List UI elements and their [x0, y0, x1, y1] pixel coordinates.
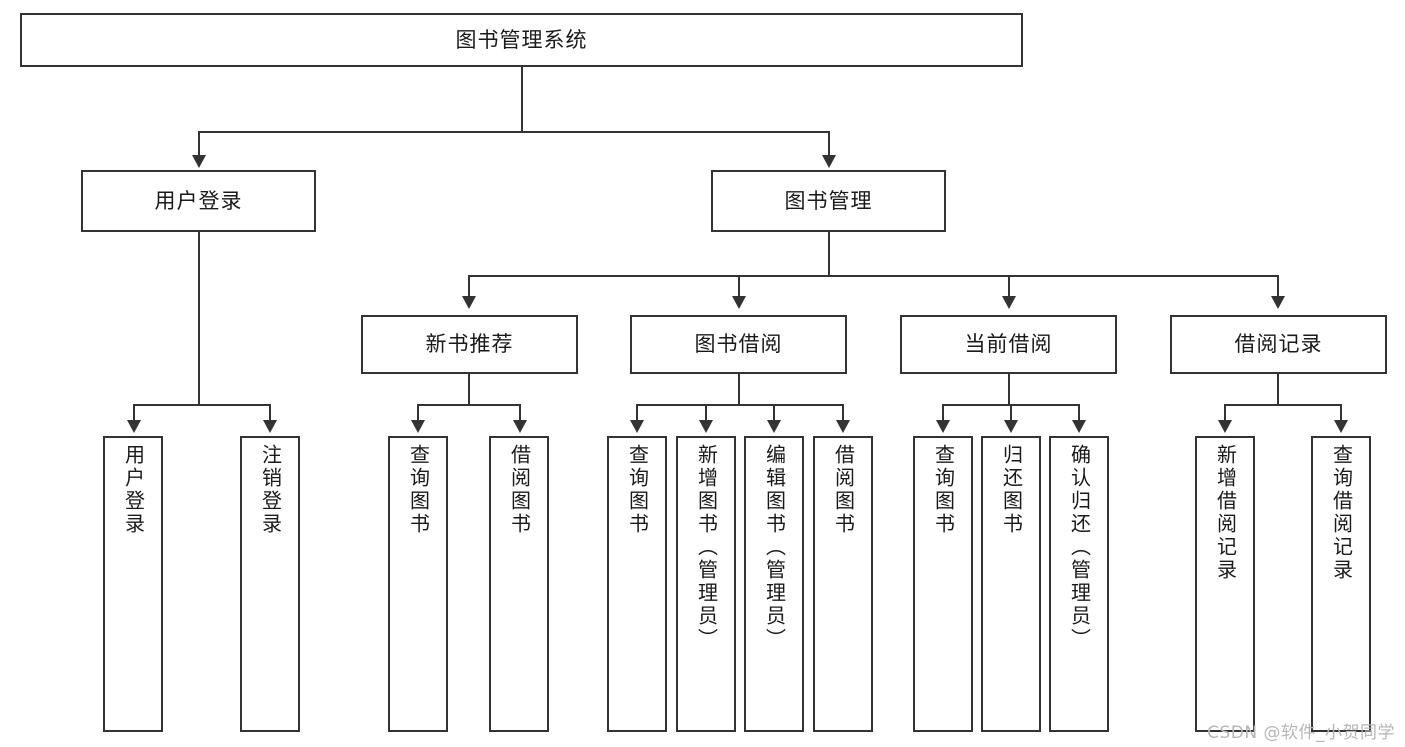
arrow-bb-to-leaf-1 — [630, 420, 644, 433]
leaf-book-borrow-query-book[interactable]: 查询图书 — [607, 436, 667, 732]
connector-nb-to-leaf-1 — [417, 404, 419, 421]
connector-bb-to-leaf-1 — [636, 404, 638, 421]
leaf-book-borrow-edit-book-admin[interactable]: 编辑图书（管理员） — [744, 436, 804, 732]
arrow-user-login-to-leaf-2 — [263, 420, 277, 433]
leaf-label: 确认归还（管理员） — [1067, 444, 1092, 651]
leaf-label: 查询借阅记录 — [1329, 444, 1354, 582]
leaf-label: 查询图书 — [931, 444, 956, 536]
connector-bb-to-leaf-3 — [773, 404, 775, 421]
node-new-book-recommend[interactable]: 新书推荐 — [361, 315, 578, 374]
node-label: 图书管理 — [784, 188, 873, 213]
arrow-user-login-to-leaf-1 — [127, 420, 141, 433]
leaf-label: 编辑图书（管理员） — [762, 444, 787, 651]
arrow-bb-to-leaf-4 — [836, 420, 850, 433]
connector-book-management-stem — [828, 232, 830, 276]
arrow-bm-to-borrow-record — [1271, 296, 1285, 309]
connector-bb-to-leaf-2 — [705, 404, 707, 421]
connector-user-login-to-leaf-1 — [133, 404, 135, 421]
leaf-label: 借阅图书 — [831, 444, 856, 536]
connector-user-login-to-leaf-2 — [269, 404, 271, 421]
leaf-new-book-query-book[interactable]: 查询图书 — [388, 436, 448, 732]
arrow-br-to-leaf-2 — [1334, 420, 1348, 433]
connector-nb-to-leaf-2 — [519, 404, 521, 421]
leaf-current-borrow-return-book[interactable]: 归还图书 — [981, 436, 1041, 732]
node-root-book-management-system[interactable]: 图书管理系统 — [20, 13, 1023, 67]
connector-root-stem — [521, 67, 523, 132]
leaf-borrow-record-query-record[interactable]: 查询借阅记录 — [1311, 436, 1371, 732]
connector-cb-to-leaf-2 — [1010, 404, 1012, 421]
leaf-book-borrow-borrow-book[interactable]: 借阅图书 — [813, 436, 873, 732]
connector-new-book-stem — [468, 374, 470, 405]
connector-root-bus — [198, 131, 829, 133]
connector-br-to-leaf-2 — [1340, 404, 1342, 421]
connector-cb-to-leaf-3 — [1078, 404, 1080, 421]
connector-current-borrow-stem — [1008, 374, 1010, 405]
leaf-new-book-borrow-book[interactable]: 借阅图书 — [489, 436, 549, 732]
connector-borrow-record-bus — [1224, 404, 1341, 406]
arrow-cb-to-leaf-3 — [1072, 420, 1086, 433]
arrow-bb-to-leaf-3 — [767, 420, 781, 433]
leaf-label: 借阅图书 — [507, 444, 532, 536]
node-label: 新书推荐 — [425, 332, 514, 357]
arrow-bb-to-leaf-2 — [699, 420, 713, 433]
node-book-borrow[interactable]: 图书借阅 — [630, 315, 847, 374]
leaf-current-borrow-query-book[interactable]: 查询图书 — [913, 436, 973, 732]
node-user-login[interactable]: 用户登录 — [81, 170, 316, 232]
leaf-user-login-login[interactable]: 用户登录 — [103, 436, 163, 732]
leaf-user-login-logout[interactable]: 注销登录 — [240, 436, 300, 732]
connector-bm-to-book-borrow — [738, 275, 740, 297]
leaf-label: 注销登录 — [258, 444, 283, 536]
connector-root-to-user-login — [198, 131, 200, 157]
node-current-borrow[interactable]: 当前借阅 — [900, 315, 1117, 374]
leaf-label: 用户登录 — [121, 444, 146, 536]
arrow-bm-to-book-borrow — [732, 296, 746, 309]
arrow-root-to-book-management — [822, 155, 836, 168]
connector-user-login-bus — [133, 404, 270, 406]
node-label: 借阅记录 — [1234, 332, 1323, 357]
arrow-root-to-user-login — [192, 155, 206, 168]
node-book-management[interactable]: 图书管理 — [711, 170, 946, 232]
arrow-nb-to-leaf-2 — [513, 420, 527, 433]
leaf-label: 新增借阅记录 — [1213, 444, 1238, 582]
arrow-nb-to-leaf-1 — [411, 420, 425, 433]
node-label: 图书管理系统 — [455, 27, 588, 52]
connector-root-to-book-management — [828, 131, 830, 157]
leaf-borrow-record-add-record[interactable]: 新增借阅记录 — [1195, 436, 1255, 732]
connector-borrow-record-stem — [1277, 374, 1279, 405]
leaf-label: 新增图书（管理员） — [694, 444, 719, 651]
connector-new-book-bus — [417, 404, 520, 406]
arrow-cb-to-leaf-1 — [936, 420, 950, 433]
connector-bb-to-leaf-4 — [842, 404, 844, 421]
leaf-label: 查询图书 — [625, 444, 650, 536]
node-label: 图书借阅 — [694, 332, 783, 357]
node-label: 用户登录 — [154, 188, 243, 213]
connector-bm-to-current-borrow — [1008, 275, 1010, 297]
connector-bm-to-borrow-record — [1277, 275, 1279, 297]
leaf-label: 归还图书 — [999, 444, 1024, 536]
node-label: 当前借阅 — [964, 332, 1053, 357]
arrow-cb-to-leaf-2 — [1004, 420, 1018, 433]
arrow-bm-to-new-book — [462, 296, 476, 309]
connector-bm-to-new-book — [468, 275, 470, 297]
connector-book-borrow-stem — [738, 374, 740, 405]
connector-user-login-stem — [198, 232, 200, 405]
connector-book-management-bus — [468, 275, 1277, 277]
arrow-br-to-leaf-1 — [1218, 420, 1232, 433]
leaf-book-borrow-add-book-admin[interactable]: 新增图书（管理员） — [676, 436, 736, 732]
connector-cb-to-leaf-1 — [942, 404, 944, 421]
leaf-label: 查询图书 — [406, 444, 431, 536]
leaf-current-borrow-confirm-return-admin[interactable]: 确认归还（管理员） — [1049, 436, 1109, 732]
connector-book-borrow-bus — [636, 404, 843, 406]
arrow-bm-to-current-borrow — [1002, 296, 1016, 309]
connector-br-to-leaf-1 — [1224, 404, 1226, 421]
node-borrow-record[interactable]: 借阅记录 — [1170, 315, 1387, 374]
